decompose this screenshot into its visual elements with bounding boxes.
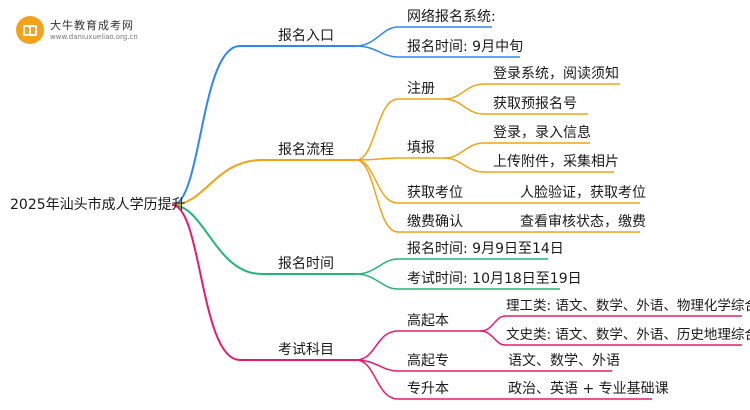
leaf-pay: 查看审核状态，缴费 bbox=[520, 214, 646, 230]
node-time: 报名时间 bbox=[278, 256, 334, 272]
leaf-register-number: 获取预报名号 bbox=[493, 96, 577, 112]
leaf-zsb: 政治、英语 + 专业基础课 bbox=[508, 381, 669, 397]
node-subjects: 考试科目 bbox=[278, 342, 334, 358]
site-logo[interactable]: 大牛教育成考网 www.daniuxueliao.org.cn bbox=[16, 16, 138, 44]
node-fill: 填报 bbox=[407, 140, 435, 156]
logo-name: 大牛教育成考网 bbox=[50, 18, 134, 32]
node-entry: 报名入口 bbox=[278, 28, 334, 44]
leaf-entry-system: 网络报名系统: bbox=[407, 9, 496, 25]
node-zsb: 专升本 bbox=[407, 381, 449, 397]
node-register: 注册 bbox=[407, 81, 435, 97]
leaf-fill-info: 登录，录入信息 bbox=[493, 125, 591, 141]
leaf-entry-time: 报名时间: 9月中旬 bbox=[407, 39, 524, 55]
leaf-apply-time: 报名时间: 9月9日至14日 bbox=[407, 241, 564, 257]
leaf-gqz: 语文、数学、外语 bbox=[508, 353, 620, 369]
node-seat: 获取考位 bbox=[407, 185, 463, 201]
graduation-book-icon bbox=[16, 16, 44, 44]
node-pay: 缴费确认 bbox=[407, 214, 463, 230]
leaf-gqb-science: 理工类: 语文、数学、外语、物理化学综合 bbox=[506, 298, 750, 314]
root-node: 2025年汕头市成人学历提升 bbox=[10, 197, 186, 213]
node-process: 报名流程 bbox=[278, 142, 334, 158]
logo-url: www.daniuxueliao.org.cn bbox=[50, 32, 138, 41]
node-gqb: 高起本 bbox=[407, 313, 449, 329]
leaf-gqb-arts: 文史类: 语文、数学、外语、历史地理综合 bbox=[506, 327, 750, 343]
leaf-fill-upload: 上传附件，采集相片 bbox=[493, 154, 619, 170]
leaf-register-login: 登录系统，阅读须知 bbox=[493, 66, 619, 82]
node-gqz: 高起专 bbox=[407, 353, 449, 369]
leaf-seat: 人脸验证，获取考位 bbox=[520, 185, 646, 201]
leaf-exam-time: 考试时间: 10月18日至19日 bbox=[407, 271, 582, 287]
